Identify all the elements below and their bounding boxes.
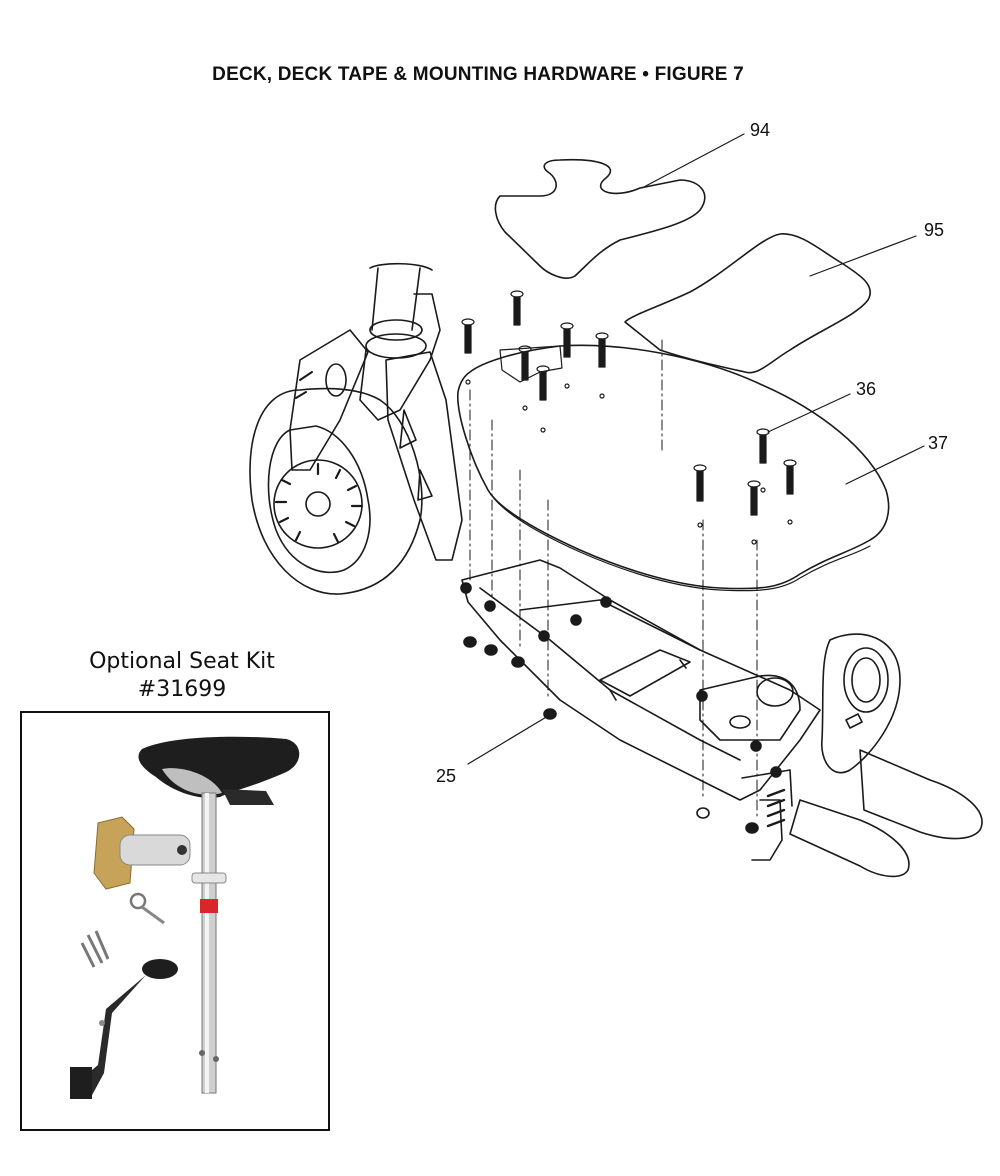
seat-kit-illustration	[70, 736, 300, 1099]
saddle-icon	[138, 736, 300, 805]
nuts	[460, 582, 782, 834]
nut-icon	[511, 656, 525, 668]
seat-kit-title: Optional Seat Kit	[89, 649, 275, 674]
front-wheel	[249, 387, 423, 595]
nut-icon	[745, 822, 759, 834]
seat-kit-caption: Optional Seat Kit #31699	[22, 648, 342, 704]
screw-icon	[510, 290, 524, 326]
screw-icon	[461, 318, 475, 385]
nut-icon	[484, 644, 498, 656]
seat-post-icon	[191, 792, 227, 1094]
callout-leaders	[467, 133, 925, 765]
figure-title: DECK, DECK TAPE & MOUNTING HARDWARE • FI…	[212, 64, 744, 85]
callout-94: 94	[750, 120, 770, 140]
assembly-guide-lines	[469, 339, 758, 821]
rear-fork	[789, 633, 983, 878]
screw-icon	[518, 345, 532, 411]
screw-icon	[747, 480, 761, 545]
callout-36: 36	[856, 379, 876, 399]
deck-front-plate	[499, 345, 563, 383]
deck-tape-rear	[624, 233, 871, 374]
pin-icon	[129, 892, 165, 925]
seat-arm-icon	[70, 959, 178, 1099]
nut-icon	[750, 740, 762, 752]
bolts-icon	[80, 930, 110, 968]
nut-icon	[696, 690, 708, 702]
deck-screws	[461, 290, 797, 545]
nut-icon	[463, 636, 477, 648]
screw-icon	[783, 459, 797, 525]
screw-icon	[595, 332, 609, 399]
nut-icon	[770, 766, 782, 778]
deck-board-edge	[487, 489, 871, 592]
screw-icon	[536, 365, 550, 433]
nut-icon	[570, 614, 582, 626]
nut-icon	[484, 600, 496, 612]
callout-25: 25	[436, 766, 456, 786]
screw-icon	[560, 322, 574, 389]
seat-bracket-icon	[93, 816, 191, 890]
nut-icon	[600, 596, 612, 608]
nut-icon	[460, 582, 472, 594]
callout-37: 37	[928, 433, 948, 453]
callout-95: 95	[924, 220, 944, 240]
nut-icon	[696, 807, 710, 819]
deck-tape-front	[494, 158, 706, 279]
seat-kit-photo-panel	[20, 711, 330, 1131]
screw-icon	[693, 464, 707, 528]
seat-kit-part-number: #31699	[137, 677, 227, 702]
nut-icon	[538, 630, 550, 642]
front-fork	[289, 262, 463, 561]
deck-board	[457, 344, 890, 590]
scooter-frame	[461, 559, 821, 861]
